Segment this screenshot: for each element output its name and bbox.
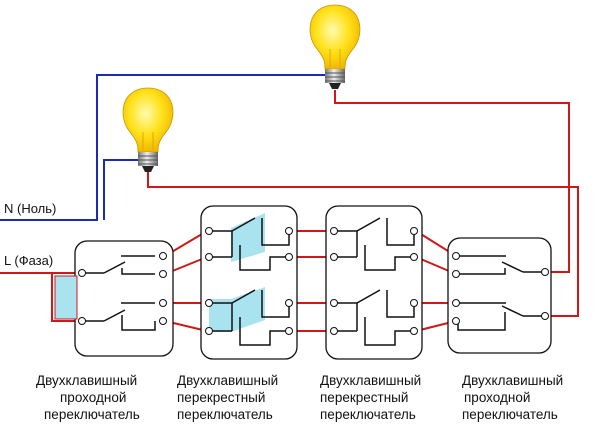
caption-line: переключатель (44, 407, 140, 422)
caption-line: проходной (464, 390, 531, 405)
caption-line: переключатель (177, 407, 273, 422)
switch-1 (54, 240, 174, 357)
neutral-wire-lamp-left (103, 159, 140, 220)
switch-2-caption: Двухклавишный перекрестный переключатель (177, 372, 317, 423)
neutral-label: N (Ноль) (4, 201, 56, 216)
caption-line: переключатель (320, 407, 416, 422)
phase-label: L (Фаза) (4, 253, 53, 268)
caption-line: Двухклавишный (320, 373, 422, 388)
phase-wire (0, 272, 82, 322)
caption-line: проходной (60, 390, 127, 405)
light-bulb-icon (122, 87, 174, 172)
light-bulb-icon (309, 4, 361, 89)
caption-line: Двухклавишный (462, 373, 564, 388)
caption-line: перекрестный (320, 390, 409, 405)
caption-line: Двухклавишный (36, 373, 138, 388)
caption-line: переключатель (462, 407, 558, 422)
switch-2 (200, 205, 298, 360)
switch-3-caption: Двухклавишный перекрестный переключатель (320, 372, 460, 423)
switch-3 (325, 205, 423, 360)
switch-4-caption: Двухклавишный проходной переключатель (462, 372, 597, 423)
caption-line: перекрестный (177, 390, 266, 405)
lamp-left-return-wire (147, 172, 579, 317)
switch-4 (447, 237, 552, 354)
switch-1-caption: Двухклавишный проходной переключатель (36, 372, 176, 423)
lamp-right-return-wire (334, 90, 570, 273)
neutral-wire (0, 74, 335, 221)
caption-line: Двухклавишный (177, 373, 279, 388)
